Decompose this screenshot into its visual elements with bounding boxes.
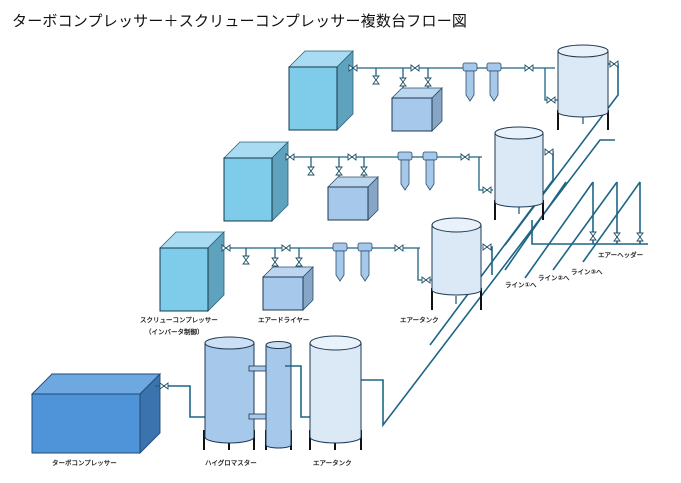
- screw-unit-2: [223, 126, 554, 222]
- dryer-inlet-valve[interactable]: [271, 257, 279, 267]
- bypass-valve[interactable]: [410, 64, 420, 72]
- turbo-outlet-valve[interactable]: [159, 382, 169, 390]
- tank-outlet-valve[interactable]: [544, 148, 554, 156]
- line-filter-2b[interactable]: [422, 151, 438, 191]
- dryer-outlet-valve[interactable]: [295, 257, 303, 267]
- screw-compressor-1[interactable]: [288, 50, 354, 131]
- branch-valve-2[interactable]: [613, 232, 621, 242]
- line3-pipe: [582, 181, 641, 263]
- line-filter-3a[interactable]: [332, 242, 348, 282]
- label-inverter-control: （インバータ制御）: [145, 327, 204, 336]
- drain-valve[interactable]: [307, 166, 315, 176]
- turbo-compressor[interactable]: [30, 372, 162, 455]
- screw-unit-3: [159, 217, 492, 312]
- line1-pipe: [524, 181, 594, 279]
- tank-outlet-valve[interactable]: [609, 60, 619, 68]
- outlet-valve[interactable]: [221, 244, 231, 252]
- dryer-outlet-valve[interactable]: [424, 77, 432, 87]
- label-hygromaster: ハイグロマスター: [205, 458, 257, 467]
- outlet-valve[interactable]: [285, 153, 295, 161]
- air-tank-2[interactable]: [494, 126, 544, 220]
- tank-feed-valve[interactable]: [546, 96, 556, 104]
- label-line1: ライン①へ: [505, 281, 537, 289]
- drain-valve[interactable]: [372, 75, 380, 85]
- air-tank-1[interactable]: [557, 44, 609, 130]
- line-filter-3b[interactable]: [357, 242, 373, 282]
- label-line2: ライン②へ: [538, 274, 570, 282]
- label-air-tank-unit3: エアータンク: [400, 315, 439, 324]
- tank-feed-valve[interactable]: [421, 276, 431, 284]
- label-air-dryer: エアードライヤー: [258, 316, 309, 324]
- air-dryer-3[interactable]: [262, 266, 314, 311]
- bypass-valve[interactable]: [347, 153, 357, 161]
- line-filter-1b[interactable]: [486, 62, 502, 102]
- line2-pipe: [552, 181, 618, 271]
- hygromaster-column[interactable]: [265, 341, 292, 451]
- main-diagonal-pipe: [358, 139, 615, 428]
- label-screw-compressor: スクリューコンプレッサー: [140, 315, 218, 324]
- dryer-inlet-valve[interactable]: [399, 77, 407, 87]
- main-header-piping: [358, 63, 648, 428]
- tank-outlet-valve[interactable]: [482, 243, 492, 251]
- bypass-valve[interactable]: [281, 244, 291, 252]
- tank-inlet-valve[interactable]: [460, 153, 470, 161]
- turbo-unit: [30, 335, 362, 455]
- label-line3: ライン③へ: [571, 268, 603, 276]
- air-tank-3[interactable]: [431, 217, 482, 310]
- tank-feed-valve[interactable]: [482, 186, 492, 194]
- label-air-header: エアーヘッダー: [598, 250, 643, 259]
- line-filter-2a[interactable]: [397, 151, 413, 191]
- header-feed-diagonal: [504, 181, 567, 271]
- air-header: [531, 220, 648, 245]
- tank-inlet-valve[interactable]: [394, 244, 404, 252]
- branch-valve-1[interactable]: [589, 231, 597, 241]
- screw-compressor-3[interactable]: [159, 231, 225, 312]
- air-dryer-1[interactable]: [391, 87, 443, 132]
- branch-valve-3[interactable]: [636, 232, 644, 242]
- air-tank-turbo[interactable]: [309, 335, 362, 450]
- air-dryer-2[interactable]: [327, 176, 379, 221]
- tank-inlet-valve[interactable]: [524, 64, 534, 72]
- screw-unit-1: [288, 44, 619, 132]
- diagram-title: ターボコンプレッサー＋スクリューコンプレッサー複数台フロー図: [12, 12, 468, 30]
- screw-compressor-2[interactable]: [223, 141, 289, 222]
- label-turbo-compressor: ターボコンプレッサー: [52, 458, 117, 467]
- label-air-tank-turbo: エアータンク: [313, 458, 352, 467]
- dryer-outlet-valve[interactable]: [360, 166, 368, 176]
- drain-valve[interactable]: [242, 255, 250, 265]
- hygromaster[interactable]: [203, 336, 267, 450]
- dryer-inlet-valve[interactable]: [335, 166, 343, 176]
- line-filter-1a[interactable]: [462, 62, 478, 102]
